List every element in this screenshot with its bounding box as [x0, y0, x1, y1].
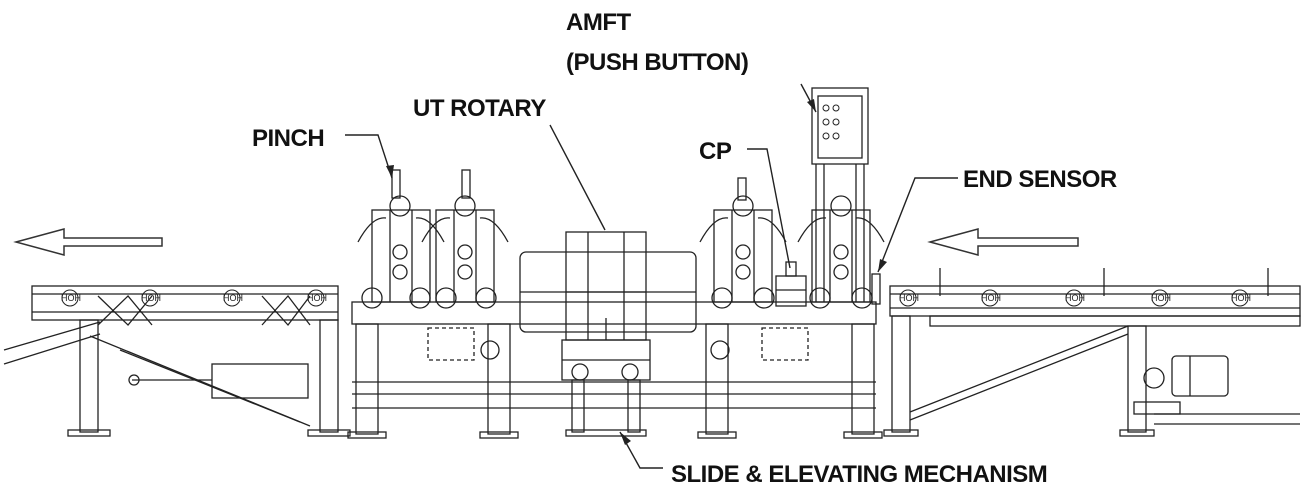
pinch-stand-left-2 [421, 169, 509, 309]
roller-mark: HOH [981, 293, 1001, 303]
roller-mark: HOH [223, 293, 243, 303]
label-slide-elevating: SLIDE & ELEVATING MECHANISM [671, 461, 1047, 488]
main-base-frame [347, 301, 883, 439]
arrowhead-slide [620, 432, 631, 445]
pinch-stand-right-1 [699, 177, 787, 309]
roller-mark: HOH [307, 293, 327, 303]
label-pinch: PINCH [252, 125, 324, 152]
roller-mark: HOH [61, 293, 81, 303]
cp-unit [775, 261, 807, 307]
pinch-stand-left-1 [357, 169, 445, 309]
end-sensor-icon [871, 273, 881, 305]
right-conveyor-rollers [899, 289, 1249, 307]
arrowhead-end-sensor [878, 259, 887, 272]
ut-rotary-unit [519, 231, 697, 437]
roller-mark: HOH [141, 293, 161, 303]
roller-mark: HOH [1231, 293, 1251, 303]
leader-ut-rotary [549, 124, 606, 231]
amft-push-button-panel [811, 87, 869, 302]
roller-mark: HOH [899, 293, 919, 303]
push-button-icon [822, 104, 840, 140]
arrow-left-icon [13, 228, 163, 256]
leader-slide [619, 431, 663, 469]
roller-mark: HOH [1065, 293, 1085, 303]
roller-mark: HOH [1151, 293, 1171, 303]
label-cp: CP [699, 138, 732, 165]
arrow-left-icon [927, 228, 1079, 256]
label-amft: AMFT [566, 9, 631, 36]
label-ut-rotary: UT ROTARY [413, 95, 546, 122]
leader-lines [345, 83, 958, 469]
label-end-sensor: END SENSOR [963, 166, 1117, 193]
label-push-button: (PUSH BUTTON) [566, 49, 748, 76]
right-input-conveyor [883, 268, 1301, 437]
leader-cp [747, 148, 791, 269]
left-output-conveyor [3, 285, 351, 437]
pinch-stand-right-2 [797, 195, 885, 309]
roller-markings: HOH HOH HOH HOH HOH HOH HOH HOH HOH [61, 293, 1251, 303]
arrowhead-pinch [386, 165, 394, 178]
leader-end-sensor [877, 177, 958, 273]
leader-pinch [345, 134, 393, 179]
left-conveyor-rollers [61, 289, 325, 307]
